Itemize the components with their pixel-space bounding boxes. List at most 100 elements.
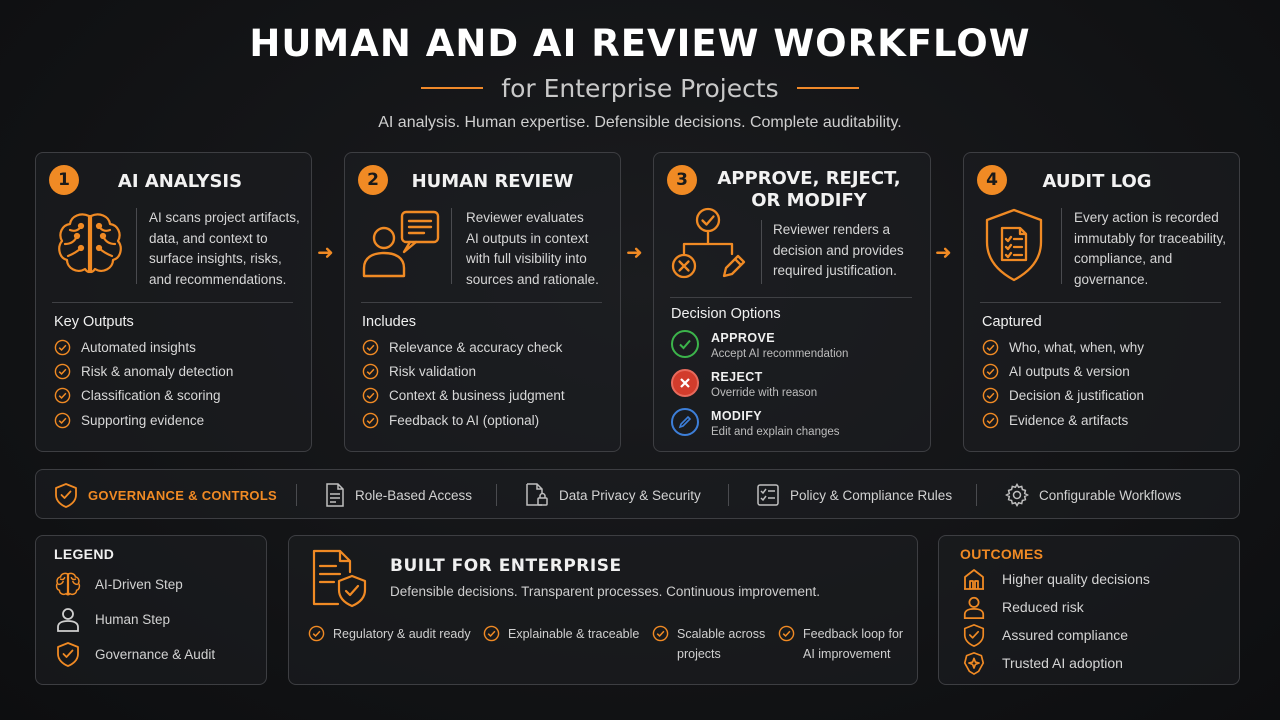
list-item: Decision & justification <box>982 384 1144 408</box>
enterprise-item: Regulatory & audit ready <box>308 624 471 644</box>
step-section-title: Key Outputs <box>54 314 134 330</box>
legend-title: LEGEND <box>54 546 115 562</box>
check-circle-icon <box>362 363 379 380</box>
brain-icon <box>58 213 122 274</box>
step-divider <box>136 208 137 284</box>
step-section-divider <box>670 297 912 298</box>
step-number-badge: 3 <box>667 165 697 195</box>
list-item: Who, what, when, why <box>982 335 1144 359</box>
subtitle-row: for Enterprise Projects <box>0 70 1280 106</box>
outcome-item: Trusted AI adoption <box>962 651 1123 675</box>
governance-separator <box>296 484 297 506</box>
list-item: Feedback to AI (optional) <box>362 408 565 432</box>
governance-separator <box>496 484 497 506</box>
check-circle-icon <box>483 625 500 642</box>
check-circle-icon <box>982 412 999 428</box>
option-subtitle: Override with reason <box>711 387 818 399</box>
step-title: AUDIT LOG <box>1042 171 1152 192</box>
ai-shield-icon <box>963 652 985 675</box>
document-shield-icon <box>312 549 367 608</box>
check-circle-icon <box>54 387 71 404</box>
option-title: APPROVE <box>711 331 775 345</box>
check-circle-icon <box>54 363 71 380</box>
outcome-item: Reduced risk <box>962 595 1084 619</box>
step-number-badge: 2 <box>358 165 388 195</box>
step-section-divider <box>52 302 293 303</box>
list-item: Supporting evidence <box>54 408 233 432</box>
step-number-badge: 1 <box>49 165 79 195</box>
step-title: HUMAN REVIEW <box>411 171 574 192</box>
check-circle-icon <box>362 387 379 404</box>
brain-icon <box>55 572 81 596</box>
check-circle-icon <box>54 412 71 428</box>
person-icon <box>57 608 79 632</box>
decision-option-reject[interactable]: REJECT Override with reason <box>671 369 817 401</box>
check-circle-icon <box>362 339 379 355</box>
decision-option-modify[interactable]: MODIFY Edit and explain changes <box>671 408 840 440</box>
outcome-item: Assured compliance <box>962 623 1128 647</box>
step-description: Every action is recorded immutably for t… <box>1074 210 1227 287</box>
gear-icon <box>1005 483 1029 507</box>
check-circle-icon <box>308 625 325 642</box>
governance-bar <box>35 469 1240 519</box>
check-circle-icon <box>652 625 669 642</box>
check-circle-icon <box>54 339 71 355</box>
page-tagline: AI analysis. Human expertise. Defensible… <box>378 114 902 131</box>
list-item: Automated insights <box>54 335 233 359</box>
step-section-divider <box>980 302 1221 303</box>
captured-list: Who, what, when, why AI outputs & versio… <box>982 335 1144 432</box>
page-subtitle: for Enterprise Projects <box>501 73 779 103</box>
outcome-item: Higher quality decisions <box>962 567 1150 591</box>
includes-list: Relevance & accuracy check Risk validati… <box>362 335 565 432</box>
step-description: Reviewer evaluates AI outputs in context… <box>466 210 599 287</box>
person-icon <box>963 596 985 619</box>
enterprise-subtitle: Defensible decisions. Transparent proces… <box>390 584 820 599</box>
governance-item-workflows: Configurable Workflows <box>1005 483 1181 507</box>
legend-item-ai: AI-Driven Step <box>55 571 183 597</box>
check-circle-icon <box>671 330 699 358</box>
step-description: Reviewer renders a decision and provides… <box>773 222 904 278</box>
governance-separator <box>976 484 977 506</box>
document-lock-icon <box>526 483 548 506</box>
decision-option-approve[interactable]: APPROVE Accept AI recommendation <box>671 330 848 362</box>
pencil-circle-icon <box>671 408 699 436</box>
key-outputs-list: Automated insights Risk & anomaly detect… <box>54 335 233 432</box>
check-circle-icon <box>982 339 999 355</box>
option-title: REJECT <box>711 370 763 384</box>
step-divider <box>1061 208 1062 284</box>
step-title: APPROVE, REJECT, OR MODIFY <box>717 168 901 211</box>
flow-arrow-icon: ➜ <box>935 242 952 264</box>
legend-panel <box>35 535 267 685</box>
governance-label: GOVERNANCE & CONTROLS <box>54 483 277 508</box>
reviewer-icon <box>362 210 440 278</box>
step-divider <box>451 208 452 284</box>
decision-tree-icon <box>671 207 746 279</box>
step-section-title: Decision Options <box>671 306 781 322</box>
step-section-divider <box>361 302 602 303</box>
document-icon <box>326 483 344 507</box>
page-title: HUMAN AND AI REVIEW WORKFLOW <box>249 22 1031 65</box>
checklist-icon <box>757 484 779 506</box>
list-item: Classification & scoring <box>54 384 233 408</box>
option-subtitle: Accept AI recommendation <box>711 348 849 360</box>
check-circle-icon <box>982 387 999 404</box>
option-subtitle: Edit and explain changes <box>711 426 840 438</box>
check-circle-icon <box>362 412 379 428</box>
check-circle-icon <box>982 363 999 380</box>
option-title: MODIFY <box>711 409 763 423</box>
step-title: AI ANALYSIS <box>117 171 243 192</box>
step-number-badge: 4 <box>977 165 1007 195</box>
governance-separator <box>728 484 729 506</box>
x-circle-icon <box>671 369 699 397</box>
outcomes-title: OUTCOMES <box>960 546 1044 562</box>
subtitle-rule-right <box>796 87 859 89</box>
list-item: AI outputs & version <box>982 359 1144 383</box>
step-description: AI scans project artifacts, data, and co… <box>149 210 300 287</box>
step-section-title: Captured <box>982 314 1042 330</box>
legend-item-human: Human Step <box>55 606 170 632</box>
shield-icon <box>57 642 79 667</box>
step-card-decision <box>653 152 931 452</box>
subtitle-rule-left <box>421 87 484 89</box>
